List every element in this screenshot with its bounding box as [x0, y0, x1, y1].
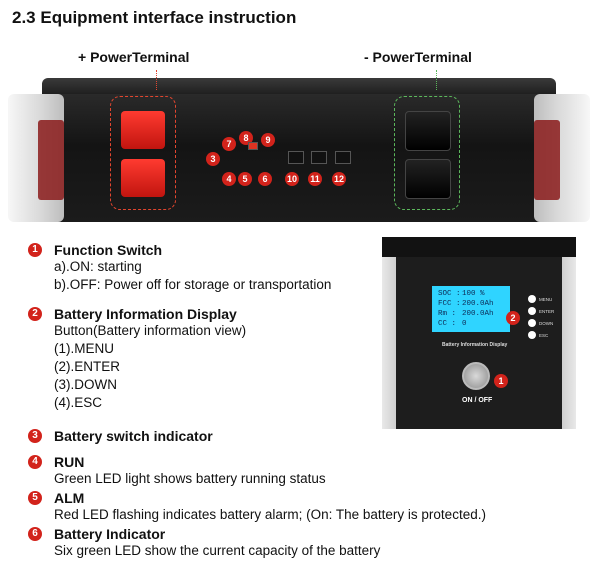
- right-handle: [534, 94, 590, 222]
- legend-item-line: Red LED flashing indicates battery alarm…: [54, 507, 486, 522]
- device-badge-7: 7: [222, 137, 236, 151]
- enter-button: ENTER: [528, 307, 554, 315]
- number-badge: 6: [28, 527, 42, 541]
- left-handle: [8, 94, 64, 222]
- legend-item-line: Six green LED show the current capacity …: [54, 543, 381, 558]
- device-badge-12: 12: [332, 172, 346, 186]
- port-can: [311, 151, 327, 164]
- device-badge-9: 9: [261, 133, 275, 147]
- menu-button: MENU: [528, 295, 552, 303]
- legend-item-line: a).ON: starting: [54, 259, 142, 274]
- display-label: Battery Information Display: [442, 342, 508, 348]
- legend-item-title: Battery Information Display: [54, 306, 237, 322]
- port-rs232: [335, 151, 351, 164]
- device-badge-3: 3: [206, 152, 220, 166]
- inset-badge-1: 1: [494, 374, 508, 388]
- plus-leader-line: [156, 70, 157, 90]
- number-badge: 3: [28, 429, 42, 443]
- dip-switch: [248, 142, 258, 150]
- section-title: 2.3 Equipment interface instruction: [12, 8, 297, 27]
- battery-device-image: 7 8 9 3 4 5 6 10 11 12: [8, 70, 590, 224]
- minus-connector-top: [405, 111, 451, 151]
- number-badge: 1: [28, 243, 42, 257]
- minus-terminal-label: - PowerTerminal: [364, 49, 472, 65]
- legend-item-title: Battery switch indicator: [54, 428, 213, 444]
- legend-item-title: Battery Indicator: [54, 526, 166, 542]
- number-badge: 2: [28, 307, 42, 321]
- legend-item-line: Button(Battery information view): [54, 323, 247, 338]
- down-button: DOWN: [528, 319, 553, 327]
- onoff-label: ON / OFF: [462, 397, 493, 404]
- plus-terminal-label: + PowerTerminal: [78, 49, 190, 65]
- legend-item-title: ALM: [54, 490, 85, 506]
- minus-leader-line: [436, 70, 437, 90]
- inset-badge-2: 2: [506, 311, 520, 325]
- plus-terminal-box: [110, 96, 176, 210]
- legend-item-line: Green LED light shows battery running st…: [54, 471, 326, 486]
- device-badge-10: 10: [285, 172, 299, 186]
- legend-item-line: (3).DOWN: [54, 377, 117, 392]
- minus-terminal-box: [394, 96, 460, 210]
- device-badge-11: 11: [308, 172, 322, 186]
- device-badge-6: 6: [258, 172, 272, 186]
- legend-item-title: RUN: [54, 454, 85, 470]
- esc-button: ESC: [528, 331, 548, 339]
- plus-connector-top: [121, 111, 165, 149]
- legend-item-title: Function Switch: [54, 242, 163, 258]
- power-button: [462, 362, 490, 390]
- plus-connector-bottom: [121, 159, 165, 197]
- legend-item-line: (2).ENTER: [54, 359, 121, 374]
- device-badge-5: 5: [238, 172, 252, 186]
- device-badge-4: 4: [222, 172, 236, 186]
- device-badge-8: 8: [239, 131, 253, 145]
- lcd-screen: SOC :100 % FCC :200.0Ah Rm :200.0Ah CC :…: [432, 286, 510, 332]
- legend-item: 3 Battery switch indicator: [28, 428, 388, 444]
- number-badge: 4: [28, 455, 42, 469]
- legend-item-line: (1).MENU: [54, 341, 114, 356]
- port-rs485: [288, 151, 304, 164]
- legend-item-line: b).OFF: Power off for storage or transpo…: [54, 277, 332, 292]
- display-inset-image: SOC :100 % FCC :200.0Ah Rm :200.0Ah CC :…: [382, 237, 576, 429]
- device-top-edge: [42, 78, 556, 96]
- legend-item-line: (4).ESC: [54, 395, 103, 410]
- number-badge: 5: [28, 491, 42, 505]
- minus-connector-bottom: [405, 159, 451, 199]
